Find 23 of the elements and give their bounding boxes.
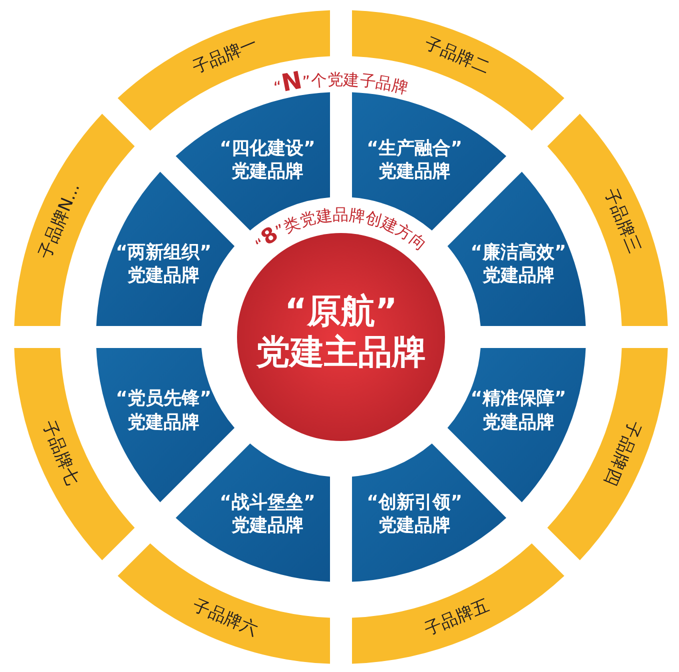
segment-label: “两新组织”党建品牌: [116, 240, 212, 287]
segment-label: “四化建设”党建品牌: [220, 136, 316, 183]
segment-label: 子品牌一: [189, 34, 260, 79]
segment-label: 子品牌五: [422, 595, 493, 640]
center-title: “原航”党建主品牌: [256, 292, 426, 374]
arc-label: “8”类党建品牌创建方向: [251, 204, 430, 254]
segment-label: 子品牌四: [599, 418, 644, 489]
outer-ring-segment: [352, 543, 565, 664]
segment-label: 子品牌六: [189, 595, 260, 640]
segment-label: “战斗堡垒”党建品牌: [220, 491, 316, 538]
segment-label: “生产融合”党建品牌: [366, 136, 462, 183]
inner-ring-segment: [175, 443, 330, 582]
segment-label: “廉洁高效”党建品牌: [470, 240, 566, 287]
segment-label: 子品牌N...: [35, 180, 85, 262]
arc-label: “N”个党建子品牌: [272, 66, 410, 98]
segment-label: 子品牌三: [599, 185, 644, 256]
segment-label: “党员先锋”党建品牌: [116, 387, 212, 434]
segment-label: “精准保障”党建品牌: [470, 387, 566, 434]
segment-label: 子品牌七: [38, 418, 83, 489]
segment-label: “创新引领”党建品牌: [366, 491, 462, 538]
inner-ring-segment: [351, 443, 507, 582]
outer-ring-segment: [117, 543, 331, 664]
segment-label: 子品牌二: [422, 34, 493, 79]
